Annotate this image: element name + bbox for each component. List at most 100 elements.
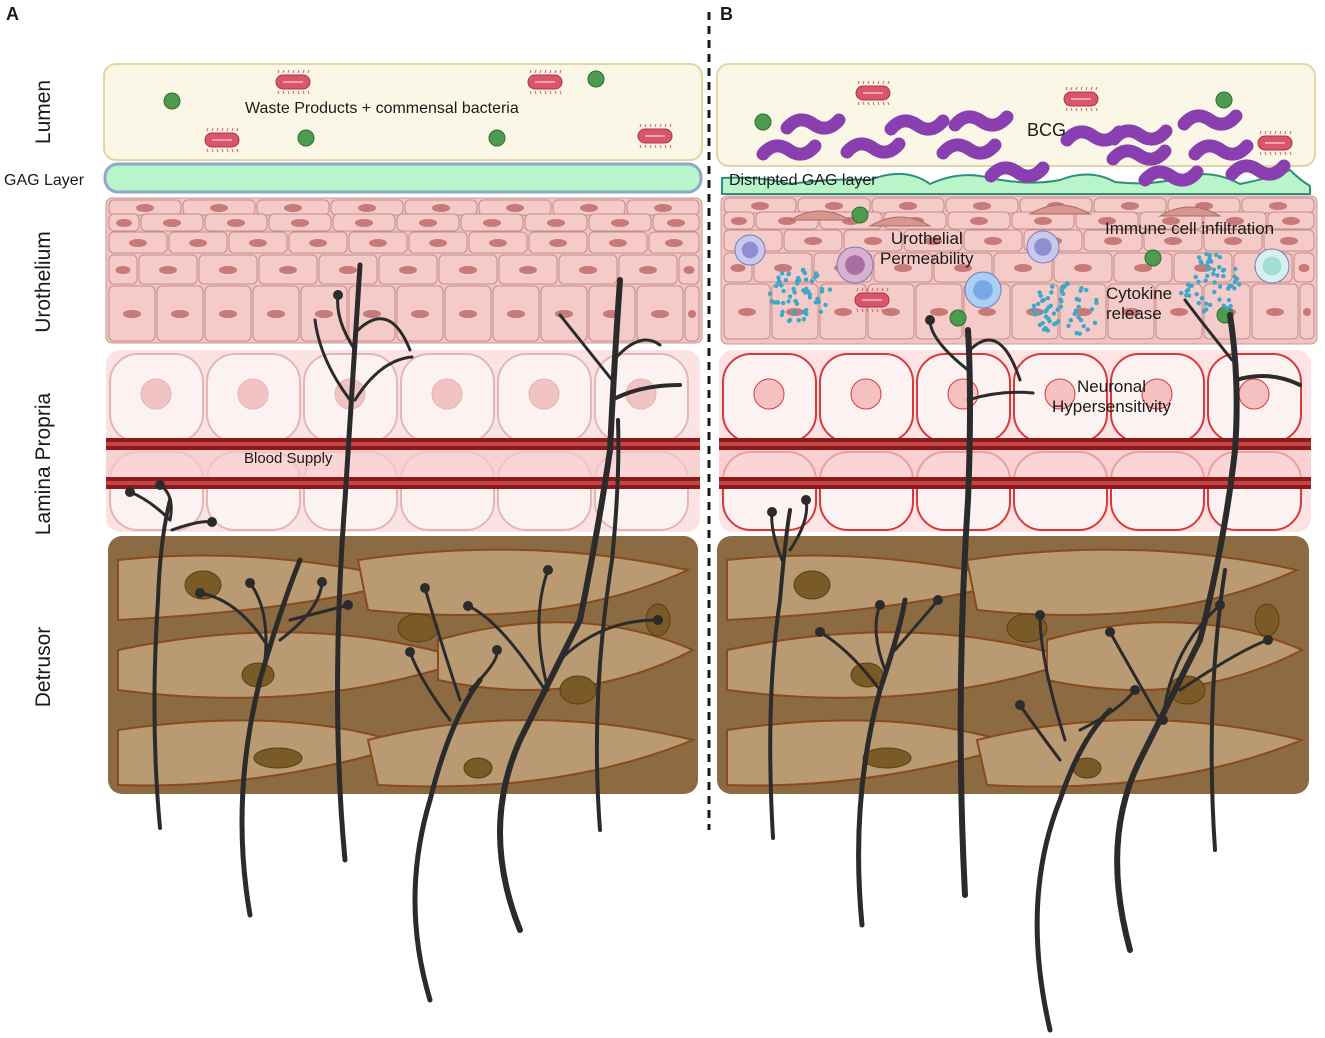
lamina-nucleus bbox=[753, 378, 785, 410]
lamina-nucleus bbox=[850, 378, 882, 410]
cell-nucleus bbox=[665, 239, 683, 247]
gag-layer-a bbox=[103, 162, 703, 194]
cytokine-line-2: release bbox=[1106, 304, 1162, 323]
cytokine-dot bbox=[1217, 254, 1223, 260]
cell-nucleus bbox=[309, 239, 327, 247]
cell-nucleus bbox=[667, 219, 685, 227]
cytokine-dot bbox=[1064, 281, 1070, 286]
cell-nucleus bbox=[1269, 202, 1287, 210]
cell-nucleus bbox=[774, 264, 792, 272]
cytokine-dot bbox=[1092, 320, 1098, 326]
cytokine-dot bbox=[1204, 307, 1209, 312]
bcg-bacillus-icon bbox=[936, 138, 1002, 160]
cytokine-dot bbox=[1196, 255, 1202, 260]
panel-label-b: B bbox=[720, 4, 733, 24]
nerve-ending bbox=[420, 583, 430, 593]
cytokine-dot bbox=[1236, 282, 1242, 287]
bcg-bacillus-icon bbox=[1225, 159, 1291, 181]
cell-nucleus bbox=[355, 219, 373, 227]
cytokine-dot bbox=[1221, 273, 1226, 279]
nerve-fibre bbox=[1034, 707, 1113, 1033]
cytokine-dot bbox=[1233, 266, 1238, 272]
muscle-nucleus bbox=[184, 570, 222, 600]
cell-nucleus bbox=[291, 219, 309, 227]
cytokine-dot bbox=[767, 291, 773, 296]
cytokine-dot bbox=[823, 302, 828, 308]
cytokine-dot bbox=[1085, 327, 1090, 332]
nerve-fibre bbox=[558, 313, 614, 382]
cytokine-dot bbox=[809, 279, 815, 284]
muscle-nucleus bbox=[1006, 613, 1048, 643]
cytokine-dot bbox=[1207, 302, 1213, 308]
nerve-ending bbox=[1215, 600, 1225, 610]
nerve-fibre bbox=[1234, 374, 1302, 387]
cytokine-dot bbox=[1079, 285, 1084, 291]
cytokine-dot bbox=[1047, 318, 1052, 324]
bcg-bacillus-icon bbox=[948, 110, 1014, 132]
cytokine-dot bbox=[1056, 319, 1061, 324]
cell-nucleus bbox=[507, 310, 525, 318]
bcg-bacillus-icon bbox=[1106, 144, 1172, 166]
shed-cell bbox=[1028, 204, 1092, 215]
lamina-nucleus bbox=[237, 378, 269, 410]
nerve-fibre bbox=[497, 277, 623, 933]
lamina-nucleus bbox=[1044, 378, 1076, 410]
cell-nucleus bbox=[1164, 237, 1182, 245]
cell-nucleus bbox=[1170, 308, 1188, 316]
nerve-ending bbox=[125, 487, 135, 497]
cell-nucleus bbox=[459, 310, 477, 318]
cell-nucleus bbox=[115, 266, 131, 274]
bacterium-icon bbox=[204, 127, 240, 153]
muscle-nucleus bbox=[862, 747, 912, 769]
cytokine-dot bbox=[787, 294, 793, 299]
nerve-ending bbox=[1130, 685, 1140, 695]
nerve-ending bbox=[155, 480, 165, 490]
nerve-fibre bbox=[278, 580, 324, 642]
cell-nucleus bbox=[358, 204, 376, 212]
neuronal-line-1: Neuronal bbox=[1077, 377, 1147, 396]
cytokine-line-1: Cytokine bbox=[1106, 284, 1173, 303]
nerve-fibre bbox=[408, 650, 452, 722]
cell-nucleus bbox=[116, 219, 132, 227]
cytokine-dot bbox=[1188, 283, 1193, 289]
neuronal-hypersensitivity-label: Neuronal Hypersensitivity bbox=[1052, 377, 1171, 417]
nerve-ending bbox=[543, 565, 553, 575]
cytokine-dot bbox=[786, 299, 791, 304]
cell-nucleus bbox=[1298, 264, 1310, 272]
cell-nucleus bbox=[730, 264, 746, 272]
cell-nucleus bbox=[882, 308, 900, 316]
nerve-ending bbox=[801, 495, 811, 505]
cytokine-dot bbox=[1199, 296, 1205, 301]
cell-nucleus bbox=[651, 310, 669, 318]
cell-nucleus bbox=[580, 204, 598, 212]
waste-particle-icon bbox=[297, 129, 315, 147]
panel-a bbox=[103, 63, 703, 1003]
muscle-nucleus bbox=[1254, 603, 1280, 637]
lamina-nucleus bbox=[1141, 378, 1173, 410]
waste-particle-icon bbox=[587, 70, 605, 88]
cell-nucleus bbox=[899, 202, 917, 210]
waste-particle-icon bbox=[1215, 91, 1233, 109]
bcg-bacillus-icon bbox=[1188, 139, 1254, 161]
cytokine-dot bbox=[1066, 323, 1071, 328]
cytokine-dot bbox=[1048, 303, 1053, 309]
cell-nucleus bbox=[284, 204, 302, 212]
nerve-ending bbox=[333, 290, 343, 300]
cytokine-dot bbox=[1196, 300, 1202, 306]
cytokine-dot bbox=[1215, 273, 1220, 278]
cell-nucleus bbox=[973, 202, 991, 210]
cell-nucleus bbox=[210, 204, 228, 212]
cytokine-dot bbox=[1074, 330, 1079, 336]
cell-nucleus bbox=[279, 266, 297, 274]
bacterium-icon bbox=[855, 80, 891, 106]
cell-nucleus bbox=[978, 308, 996, 316]
blood-vessel-a bbox=[106, 438, 700, 489]
lumen-contents-b bbox=[754, 80, 1293, 187]
side-label-urothelium: Urothelium bbox=[32, 231, 55, 333]
nerve-ending bbox=[492, 645, 502, 655]
lamina-nucleus bbox=[947, 378, 979, 410]
bcg-bacillus-icon bbox=[884, 114, 950, 136]
cytokine-dot bbox=[793, 309, 798, 315]
cell-nucleus bbox=[363, 310, 381, 318]
